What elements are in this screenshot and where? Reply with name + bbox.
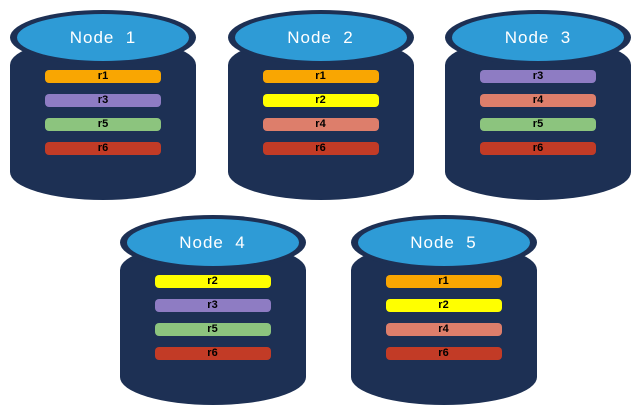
cylinder-top-surface <box>126 219 299 266</box>
replica-bar-r1: r1 <box>45 70 161 83</box>
node-title: Node 3 <box>504 27 572 47</box>
replica-bar-r2: r2 <box>262 94 379 107</box>
replica-bar-r2: r2 <box>385 299 502 312</box>
replica-bar-r6: r6 <box>480 142 596 155</box>
cylinder-top-surface <box>17 14 189 61</box>
replica-bar-r4: r4 <box>385 323 502 336</box>
replica-bar-r4: r4 <box>262 118 379 131</box>
cylinder-top: Node 2 <box>227 10 414 65</box>
replica-bar-r2: r2 <box>154 275 271 288</box>
node-row-top: Node 1 r1 r3 r5 r6 Node 2 r1 r2 r4 r6 Node 3 r… <box>0 0 636 200</box>
cylinder-top-surface <box>234 14 407 61</box>
replica-bar-r6: r6 <box>262 142 379 155</box>
replica-bar-r6: r6 <box>385 347 502 360</box>
cylinder-top-surface <box>452 14 624 61</box>
replica-bar-r3: r3 <box>480 70 596 83</box>
replica-bar-r3: r3 <box>45 94 161 107</box>
replica-bar-r5: r5 <box>480 118 596 131</box>
node-title: Node 4 <box>179 232 246 252</box>
database-node-4: Node 4 r2 r3 r5 r6 <box>119 215 306 405</box>
database-node-1: Node 1 r1 r3 r5 r6 <box>10 10 196 200</box>
database-node-2: Node 2 r1 r2 r4 r6 <box>227 10 414 200</box>
replica-bar-r5: r5 <box>45 118 161 131</box>
replica-list: r1 r2 r4 r6 <box>228 70 414 155</box>
replica-list: r1 r2 r4 r6 <box>351 275 537 360</box>
cylinder-top: Node 5 <box>350 215 537 270</box>
replica-list: r1 r3 r5 r6 <box>10 70 196 155</box>
replica-bar-r6: r6 <box>45 142 161 155</box>
node-row-bottom: Node 4 r2 r3 r5 r6 Node 5 r1 r2 r4 r6 <box>0 215 636 405</box>
replica-bar-r3: r3 <box>154 299 271 312</box>
replica-bar-r1: r1 <box>262 70 379 83</box>
node-title: Node 2 <box>287 27 354 47</box>
node-title: Node 5 <box>410 232 477 252</box>
replica-list: r3 r4 r5 r6 <box>445 70 631 155</box>
replica-bar-r4: r4 <box>480 94 596 107</box>
node-title: Node 1 <box>69 27 137 47</box>
replica-bar-r5: r5 <box>154 323 271 336</box>
cylinder-top: Node 1 <box>10 10 196 65</box>
cylinder-top: Node 3 <box>445 10 631 65</box>
cylinder-top-surface <box>357 219 530 266</box>
database-node-5: Node 5 r1 r2 r4 r6 <box>350 215 537 405</box>
database-node-3: Node 3 r3 r4 r5 r6 <box>445 10 631 200</box>
cylinder-top: Node 4 <box>119 215 306 270</box>
replica-list: r2 r3 r5 r6 <box>120 275 306 360</box>
replica-bar-r1: r1 <box>385 275 502 288</box>
replica-bar-r6: r6 <box>154 347 271 360</box>
